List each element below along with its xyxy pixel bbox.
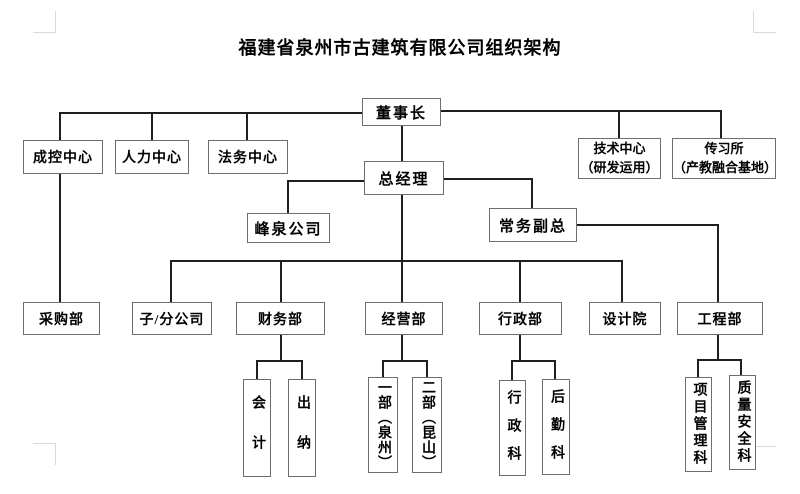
connector-chairman-gm: [401, 126, 403, 161]
org-node-fengquan-label: 峰泉公司: [254, 221, 323, 238]
org-node-cashier: 出纳: [288, 379, 316, 477]
org-node-fengquan: 峰泉公司: [247, 213, 330, 243]
connector-deputy-engineering-v: [717, 224, 719, 302]
org-node-hr-center-label: 人力中心: [122, 151, 182, 166]
connector-drop-tech: [618, 110, 620, 138]
org-node-engineering: 工程部: [677, 302, 763, 335]
org-node-deputy-gm: 常务副总: [489, 208, 577, 242]
connector-drop-accounting: [256, 360, 258, 379]
connector-drop-legal: [246, 112, 248, 140]
org-node-accounting: 会计: [243, 379, 271, 477]
connector-bus-level4: [170, 260, 623, 262]
org-node-branch-two-label: 二部（昆山）: [420, 380, 435, 470]
connector-costcontrol-procurement: [59, 174, 61, 302]
connector-gm-fengquan-h: [287, 180, 364, 182]
org-node-finance-label: 财务部: [258, 312, 303, 328]
connector-drop-project-mgmt: [697, 359, 699, 377]
org-node-branch-one: 一部（泉州）: [368, 377, 398, 473]
org-node-design: 设计院: [589, 302, 661, 335]
org-node-branch-one-label: 一部（泉州）: [376, 380, 391, 470]
connector-gm-fengquan-v: [287, 180, 289, 213]
connector-gm-deputy-v: [531, 178, 533, 208]
org-node-general-manager: 总经理: [364, 161, 444, 195]
org-node-admin-section: 行政科: [499, 380, 526, 476]
org-node-chairman-label: 董事长: [375, 105, 427, 122]
org-node-legal-center-label: 法务中心: [218, 151, 278, 166]
org-node-cost-control-label: 成控中心: [33, 151, 93, 166]
connector-finance-stem: [280, 335, 282, 361]
org-node-tech-center-line1: 技术中心: [593, 140, 646, 156]
connector-drop-design: [621, 260, 623, 302]
org-node-finance: 财务部: [236, 302, 325, 335]
connector-deputy-engineering-h: [577, 224, 719, 226]
connector-finance-bar: [256, 360, 303, 362]
connector-drop-quality-safety: [740, 359, 742, 375]
crop-mark-top-right-v: [753, 11, 754, 33]
chart-title: 福建省泉州市古建筑有限公司组织架构: [238, 38, 562, 58]
connector-drop-hr: [151, 112, 153, 140]
org-node-logistics-section-label: 后勤科: [549, 388, 564, 473]
org-node-cost-control: 成控中心: [23, 140, 103, 174]
org-node-subsidiaries: 子/分公司: [132, 302, 212, 335]
org-node-tech-center-line2: （研发运用）: [580, 159, 659, 175]
org-node-chairman: 董事长: [362, 98, 441, 126]
connector-chairman-right: [441, 110, 722, 112]
connector-gm-deputy-h: [444, 178, 533, 180]
connector-engineering-stem: [717, 335, 719, 360]
org-node-operations: 经营部: [365, 302, 443, 335]
connector-engineering-bar: [697, 359, 742, 361]
connector-drop-admin: [519, 260, 521, 302]
org-node-accounting-label: 会计: [250, 394, 265, 475]
crop-mark-top-left-v: [55, 11, 56, 33]
connector-admin-bar: [511, 360, 556, 362]
crop-mark-bottom-right-h: [756, 446, 776, 447]
org-node-logistics-section: 后勤科: [542, 379, 570, 475]
org-node-admin: 行政部: [479, 302, 562, 335]
connector-drop-branch-one: [382, 360, 384, 378]
org-node-admin-section-label: 行政科: [505, 389, 521, 474]
org-node-subsidiaries-label: 子/分公司: [139, 312, 205, 328]
org-node-tech-center: 技术中心 （研发运用）: [578, 138, 661, 179]
connector-drop-cashier: [301, 360, 303, 379]
org-node-heritage-school-line2: （产教融合基地）: [673, 159, 778, 175]
connector-gm-operations: [401, 195, 403, 302]
connector-drop-branch-two: [426, 360, 428, 378]
connector-drop-heritage: [720, 110, 722, 138]
org-node-hr-center: 人力中心: [115, 140, 189, 174]
org-node-cashier-label: 出纳: [295, 394, 310, 475]
org-node-engineering-label: 工程部: [697, 312, 743, 328]
org-node-branch-two: 二部（昆山）: [412, 377, 442, 473]
org-node-admin-label: 行政部: [498, 312, 543, 328]
crop-mark-bottom-left-v: [55, 443, 56, 465]
connector-drop-logistics: [554, 360, 556, 379]
org-node-project-mgmt-section-label: 项目管理科: [691, 382, 707, 467]
org-node-quality-safety-section-label: 质量安全科: [735, 380, 751, 465]
org-node-design-label: 设计院: [602, 312, 648, 328]
org-node-heritage-school: 传习所 （产教融合基地）: [672, 138, 778, 179]
org-node-quality-safety-section: 质量安全科: [729, 375, 756, 470]
org-node-heritage-school-line1: 传习所: [704, 140, 744, 156]
org-node-operations-label: 经营部: [381, 312, 427, 328]
connector-drop-admin-section: [511, 360, 513, 380]
crop-mark-top-right-h: [753, 32, 776, 33]
connector-drop-subsidiaries: [170, 260, 172, 302]
org-node-procurement-label: 采购部: [39, 312, 84, 328]
org-node-general-manager-label: 总经理: [378, 171, 430, 188]
org-node-project-mgmt-section: 项目管理科: [685, 377, 712, 472]
connector-admin-stem: [519, 335, 521, 361]
org-node-procurement: 采购部: [23, 302, 100, 335]
crop-mark-bottom-left-h: [33, 443, 56, 444]
org-node-legal-center: 法务中心: [208, 140, 288, 174]
connector-drop-cost-control: [59, 112, 61, 140]
connector-drop-finance: [280, 260, 282, 302]
connector-chairman-left: [59, 112, 362, 114]
crop-mark-top-left-h: [33, 32, 56, 33]
connector-operations-stem: [401, 335, 403, 361]
org-node-deputy-gm-label: 常务副总: [498, 218, 567, 235]
connector-operations-bar: [382, 360, 428, 362]
